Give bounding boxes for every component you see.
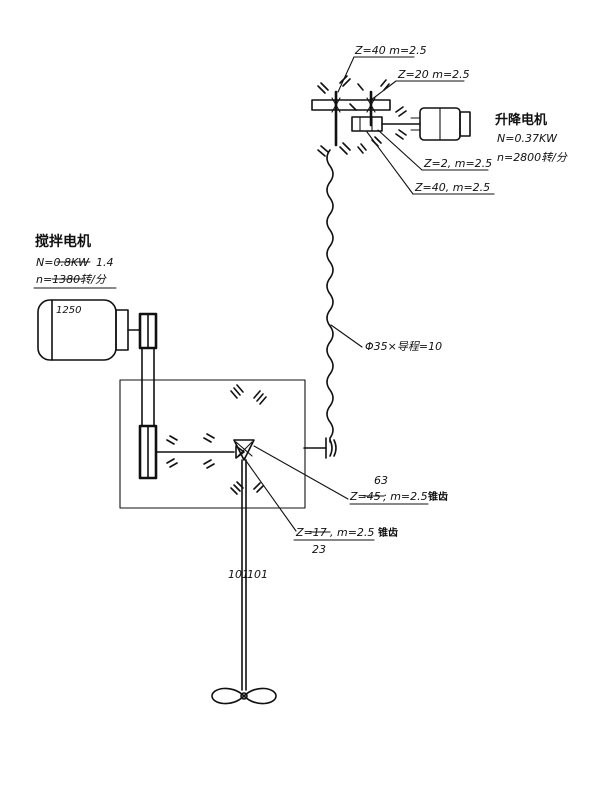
small-bevel-new-teeth: 23 (312, 543, 326, 556)
belt-drive (138, 312, 158, 480)
stir-motor-title: 搅拌电机 (35, 233, 91, 250)
stir-motor-power-new: 1.4 (96, 256, 114, 269)
worm-label: Z=2, m=2.5 (423, 157, 492, 170)
shaft-mark-left: 101 (228, 568, 249, 581)
shaft-mark-right: 101 (247, 568, 268, 581)
hoist-motor-power: N=0.37KW (497, 132, 558, 145)
chain-label: Φ35×导程=10 (365, 340, 442, 353)
stir-motor-speed-extra: 1250 (56, 305, 81, 316)
hoist-motor-specs: 升降电机 N=0.37KW n=2800转/分 (495, 112, 568, 164)
stirring-shaft (241, 459, 247, 691)
gear-z40-label: Z=40 m=2.5 (354, 44, 427, 57)
big-bevel-type: 锥齿 (428, 490, 448, 503)
gear-z20-label: Z=20 m=2.5 (397, 68, 470, 81)
lead-screw (326, 149, 334, 443)
big-bevel-module: ; m=2.5 (383, 490, 428, 503)
screw-chain-label-group: Φ35×导程=10 (330, 324, 442, 353)
hoist-gearbox (311, 75, 421, 157)
upper-gear-labels: Z=40 m=2.5 Z=20 m=2.5 Z=2, m=2.5 Z=40, m… (337, 44, 495, 195)
bevel-gear-teeth (166, 384, 267, 495)
lower-gear-labels: 63 Z=45 ; m=2.5 锥齿 Z=17 , m=2.5 锥齿 23 (243, 445, 448, 556)
bevel-gears (233, 439, 255, 461)
big-bevel-new-teeth: 63 (374, 474, 388, 487)
worm-shaft (351, 116, 383, 132)
hoist-motor (410, 107, 471, 141)
small-bevel-module: , m=2.5 (330, 526, 374, 539)
hoist-motor-title: 升降电机 (495, 112, 547, 128)
gear-teeth (317, 75, 407, 157)
small-bevel-type: 锥齿 (378, 526, 398, 539)
stir-motor (37, 299, 141, 361)
upper-shaft (311, 99, 391, 111)
screw-coupling (303, 437, 337, 459)
stir-motor-specs: 搅拌电机 N=0.8KW 1.4 n=1380转/分 1250 (33, 233, 117, 316)
propeller (211, 687, 277, 705)
worm-wheel-label: Z=40, m=2.5 (414, 181, 490, 194)
gearbox-housing (119, 379, 306, 509)
hoist-motor-speed: n=2800转/分 (497, 151, 568, 164)
